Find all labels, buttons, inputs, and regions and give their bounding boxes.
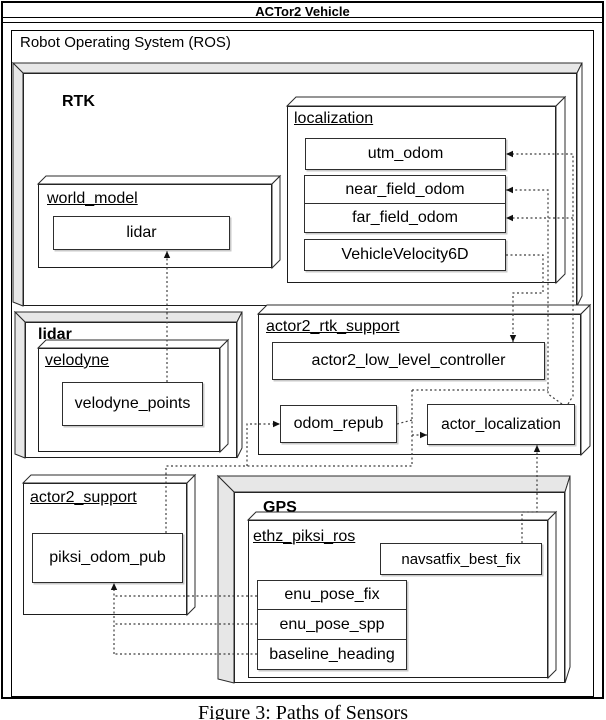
actor-localization: actor_localization	[427, 404, 575, 445]
actor2-support-node-label: actor2_support	[30, 489, 137, 506]
ethz-piksi-ros-node-label: ethz_piksi_ros	[253, 528, 356, 545]
enu-pose-fix: enu_pose_fix	[257, 580, 407, 610]
title-bar: ACTor2 Vehicle	[3, 3, 602, 19]
baseline-heading: baseline_heading	[257, 639, 407, 670]
odom-repub: odom_repub	[280, 405, 397, 443]
actor2-low-level-controller: actor2_low_level_controller	[272, 342, 545, 380]
actor2-rtk-support-node-label: actor2_rtk_support	[266, 318, 400, 335]
velodyne-points: velodyne_points	[62, 382, 203, 426]
far-field-odom: far_field_odom	[304, 203, 506, 233]
utm-odom: utm_odom	[305, 138, 506, 170]
lidar-node-label: lidar	[38, 326, 72, 343]
actor2-vehicle-frame: ACTor2 Vehicle Robot Operating System (R…	[1, 1, 604, 699]
navsatfix-best-fix: navsatfix_best_fix	[380, 543, 542, 575]
vehicle-velocity-6d: VehicleVelocity6D	[304, 239, 506, 271]
header-divider	[3, 22, 602, 23]
gps-node-label: GPS	[263, 499, 297, 516]
ros-container: Robot Operating System (ROS)	[11, 30, 594, 697]
world-model-node-label: world_model	[47, 190, 138, 207]
near-field-odom: near_field_odom	[304, 175, 506, 205]
enu-pose-spp: enu_pose_spp	[257, 609, 407, 640]
piksi-odom-pub: piksi_odom_pub	[32, 533, 183, 583]
localization-node-label: localization	[294, 110, 374, 127]
velodyne-node-label: velodyne	[45, 352, 110, 369]
page-title: ACTor2 Vehicle	[255, 4, 350, 19]
figure-caption: Figure 3: Paths of Sensors	[198, 702, 408, 720]
ros-label: Robot Operating System (ROS)	[20, 34, 231, 51]
lidar-topic: lidar	[53, 216, 230, 250]
rtk-node-label: RTK	[62, 93, 95, 110]
